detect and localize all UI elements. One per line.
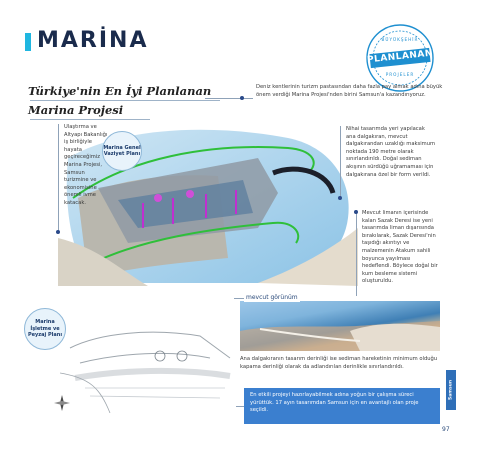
logo-bottom-text: PROJELER — [385, 72, 415, 77]
left-note: Ulaştırma ve Altyapı Bakanlığı iş birliğ… — [64, 124, 108, 206]
section-side-tab: Samsun — [446, 370, 456, 410]
headline: Türkiye'nin En İyi Planlanan Marina Proj… — [28, 82, 218, 120]
right-note-1-dot — [338, 196, 342, 200]
highlight-box: En etkili projeyi hazırlayabilmek adına … — [244, 388, 440, 424]
bottom-note: Ana dalgakıranın tasarım derinliği ise s… — [240, 356, 438, 370]
intro-text: Deniz kentlerinin turizm pastasından dah… — [256, 84, 443, 98]
photo-connector — [234, 298, 246, 299]
title-accent-bar — [25, 33, 31, 51]
intro-connector — [205, 98, 253, 99]
photo-label: mevcut görünüm — [244, 294, 300, 302]
headline-line-2: Marina Projesi — [28, 103, 124, 117]
bubble-genel-vaziyet-plani: Marina Genel Vaziyet Planı — [102, 131, 142, 171]
intro-connector-dot — [240, 96, 244, 100]
left-note-rule — [58, 124, 59, 232]
page-title: MARİNA — [37, 28, 149, 53]
headline-underline — [30, 100, 220, 101]
marina-site-plan — [58, 118, 358, 286]
headline-line-1: Türkiye'nin En İyi Planlanan — [28, 84, 212, 98]
mevcut-gorunum-photo — [240, 301, 440, 351]
page-number: 97 — [442, 426, 450, 433]
right-note-1-rule — [340, 126, 341, 198]
blue-box-connector — [236, 406, 246, 407]
right-note-2: Mevcut limanın içerisinde kalan Sazak De… — [362, 210, 440, 286]
planlanan-projeler-logo: BÜYÜKŞEHİR PLANLANAN PROJELER — [364, 22, 436, 94]
logo-top-text: BÜYÜKŞEHİR — [381, 37, 419, 42]
right-note-1: Nihai tasarımda yeri yapılacak ana dalga… — [346, 126, 436, 180]
compass-icon — [54, 395, 70, 411]
bubble-isletme-peyzaj-plani: Marina İşletme ve Peyzaj Planı — [24, 308, 66, 350]
headline-underline-2 — [30, 119, 150, 120]
left-note-dot — [56, 230, 60, 234]
marina-operation-plan-drawing — [59, 318, 238, 414]
right-note-2-dot — [354, 210, 358, 214]
right-note-2-rule — [356, 210, 357, 296]
